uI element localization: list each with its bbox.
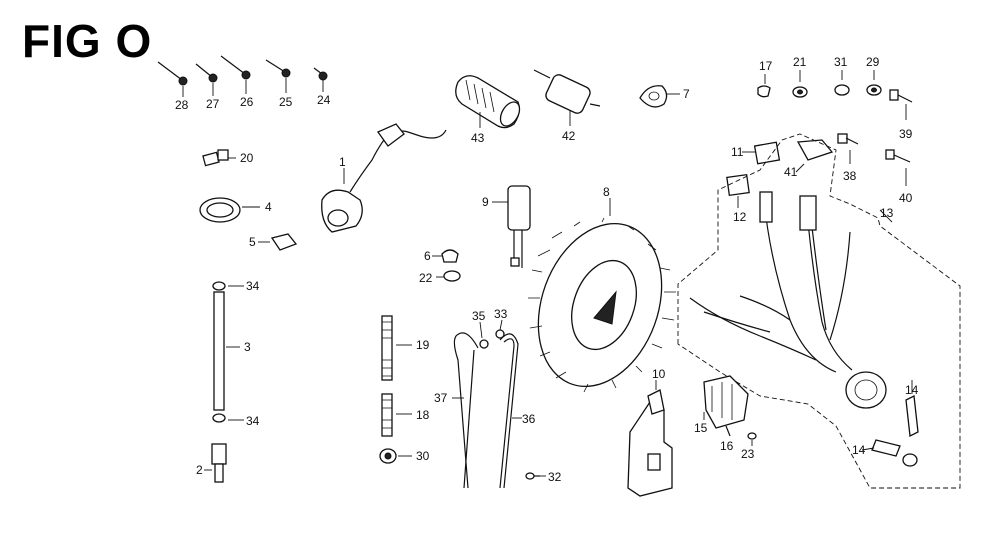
bolt-40: 40 — [885, 149, 913, 205]
clip-33: 33 — [494, 307, 508, 339]
rubber-boot-43: 43 — [455, 75, 521, 145]
callout-35: 35 — [472, 309, 486, 323]
cap-6: 6 — [424, 249, 459, 263]
connector-11: 11 — [731, 141, 781, 165]
callout-3: 3 — [244, 340, 251, 354]
callout-20: 20 — [240, 151, 254, 165]
oil-seal-4: 4 — [199, 197, 272, 223]
callout-28: 28 — [175, 98, 189, 112]
screw-25: 25 — [265, 59, 293, 109]
washer-31: 31 — [834, 55, 850, 96]
terminal-14-lower: 14 — [852, 439, 918, 467]
screw-24: 24 — [313, 67, 331, 107]
callout-18: 18 — [416, 408, 430, 422]
nut-21: 21 — [792, 55, 808, 98]
callout-31: 31 — [834, 55, 848, 69]
callout-26: 26 — [240, 95, 254, 109]
sensor-9: 9 — [482, 185, 531, 268]
washer-22: 22 — [419, 270, 461, 285]
bracket-10: 10 — [627, 367, 673, 497]
nut-30: 30 — [379, 448, 430, 464]
callout-10: 10 — [652, 367, 666, 381]
stud-18: 18 — [381, 393, 430, 437]
callout-9: 9 — [482, 195, 489, 209]
wire-harness-13: 13 — [677, 133, 961, 489]
callout-7: 7 — [683, 87, 690, 101]
callout-27: 27 — [206, 97, 220, 111]
nut-29: 29 — [866, 55, 882, 96]
callout-40: 40 — [899, 191, 913, 205]
rod-36: 36 — [499, 333, 536, 489]
flywheel-8: 8 — [528, 185, 676, 393]
clip-20: 20 — [202, 149, 254, 167]
callout-5: 5 — [249, 235, 256, 249]
clamp-5: 5 — [249, 233, 298, 251]
callout-24: 24 — [317, 93, 331, 107]
callout-32: 32 — [548, 470, 562, 484]
callout-36: 36 — [522, 412, 536, 426]
callout-38: 38 — [843, 169, 857, 183]
callout-34-top: 34 — [246, 279, 260, 293]
callout-1: 1 — [339, 155, 346, 169]
callout-22: 22 — [419, 271, 433, 285]
callout-19: 19 — [416, 338, 430, 352]
ignition-coil-1: 1 — [321, 123, 447, 233]
bolt-39: 39 — [889, 89, 913, 141]
screw-28: 28 — [157, 61, 189, 112]
callout-37: 37 — [434, 391, 448, 405]
callout-8: 8 — [603, 185, 610, 199]
screw-27: 27 — [195, 63, 220, 111]
terminal-14-upper: 14 — [905, 380, 919, 437]
callout-21: 21 — [793, 55, 807, 69]
gasket-7: 7 — [639, 85, 690, 108]
callout-16: 16 — [720, 439, 734, 453]
callout-14-lower: 14 — [852, 443, 866, 457]
screw-16: 16 — [720, 425, 734, 453]
callout-12: 12 — [733, 210, 747, 224]
callout-25: 25 — [279, 95, 293, 109]
callout-2: 2 — [196, 463, 203, 477]
nut-34-top: 34 — [212, 279, 260, 293]
rod-37: 37 — [434, 332, 479, 489]
switch-42: 42 — [533, 69, 601, 143]
spark-plug-2: 2 — [196, 443, 227, 483]
callout-41: 41 — [784, 165, 798, 179]
callout-34-bottom: 34 — [246, 414, 260, 428]
screw-23: 23 — [741, 432, 757, 461]
clip-17: 17 — [757, 59, 773, 98]
stud-3: 3 — [213, 291, 251, 411]
pin-32: 32 — [525, 470, 562, 484]
callout-14-upper: 14 — [905, 383, 919, 397]
callout-43: 43 — [471, 131, 485, 145]
callout-39: 39 — [899, 127, 913, 141]
stud-19: 19 — [381, 315, 430, 381]
figure-title: FIG O — [22, 15, 153, 67]
callout-30: 30 — [416, 449, 430, 463]
callout-15: 15 — [694, 421, 708, 435]
connector-12: 12 — [726, 173, 750, 224]
callout-13: 13 — [880, 206, 894, 220]
callout-29: 29 — [866, 55, 880, 69]
screw-26: 26 — [220, 55, 254, 109]
callout-4: 4 — [265, 200, 272, 214]
callout-6: 6 — [424, 249, 431, 263]
clip-35: 35 — [472, 309, 489, 349]
callout-42: 42 — [562, 129, 576, 143]
nut-34-bottom: 34 — [212, 413, 260, 428]
bolt-38: 38 — [837, 133, 859, 183]
callout-17: 17 — [759, 59, 773, 73]
connector-41: 41 — [784, 139, 834, 179]
callout-11: 11 — [731, 145, 744, 159]
callout-23: 23 — [741, 447, 755, 461]
control-unit-15: 15 — [694, 375, 749, 435]
callout-33: 33 — [494, 307, 508, 321]
